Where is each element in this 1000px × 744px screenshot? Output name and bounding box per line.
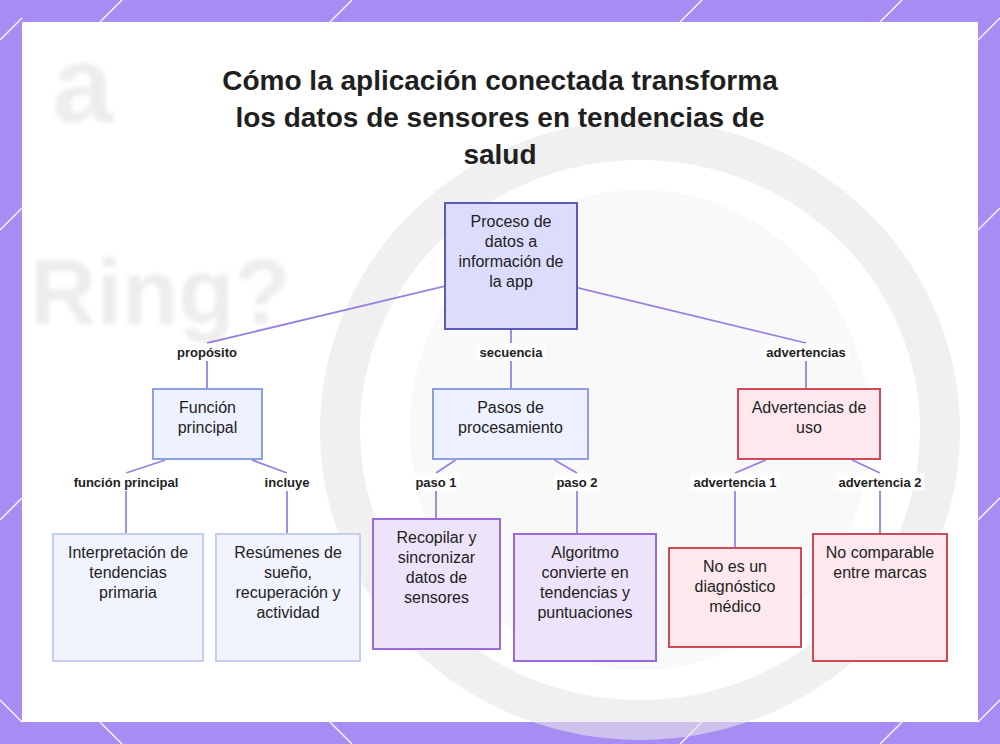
edge-label: advertencia 2 xyxy=(835,474,924,491)
connector-line xyxy=(578,288,806,388)
edge-label: secuencia xyxy=(477,344,546,361)
edge-label: paso 1 xyxy=(412,474,459,491)
node-label: No comparable entre marcas xyxy=(820,543,940,583)
warning-category-box: Advertencias de uso xyxy=(737,388,881,460)
edge-label: advertencia 1 xyxy=(690,474,779,491)
node-label: Recopilar y sincronizar datos de sensore… xyxy=(380,528,493,608)
edge-label: advertencias xyxy=(763,344,849,361)
node-label: Algoritmo convierte en tendencias y punt… xyxy=(521,543,649,623)
root-box: Proceso de datos a información de la app xyxy=(444,202,578,330)
watermark-text: Ring? xyxy=(30,240,291,345)
node-label: Advertencias de uso xyxy=(745,398,873,438)
node-label: Pasos de procesamiento xyxy=(440,398,581,438)
node-label: Función principal xyxy=(160,398,255,438)
connector-line xyxy=(554,460,577,533)
connector-line xyxy=(852,460,880,533)
connector-line xyxy=(252,460,287,533)
edge-label: incluye xyxy=(262,474,313,491)
edge-label: paso 2 xyxy=(553,474,600,491)
watermark-text: a xyxy=(52,20,113,147)
warning-box: No comparable entre marcas xyxy=(812,533,948,662)
node-label: Proceso de datos a información de la app xyxy=(452,212,570,292)
leaf-box: Resúmenes de sueño, recuperación y activ… xyxy=(215,533,361,662)
connector-line xyxy=(126,460,165,533)
node-label: Resúmenes de sueño, recuperación y activ… xyxy=(223,543,353,623)
edge-label: función principal xyxy=(71,474,182,491)
category-box: Función principal xyxy=(152,388,263,460)
node-label: Interpretación de tendencias primaria xyxy=(60,543,196,603)
leaf-box: Interpretación de tendencias primaria xyxy=(52,533,204,662)
edge-label: propósito xyxy=(174,344,240,361)
step-box: Algoritmo convierte en tendencias y punt… xyxy=(513,533,657,662)
diagram-title: Cómo la aplicación conectada transforma … xyxy=(210,62,790,173)
category-box: Pasos de procesamiento xyxy=(432,388,589,460)
step-box: Recopilar y sincronizar datos de sensore… xyxy=(372,518,501,650)
warning-box: No es un diagnóstico médico xyxy=(668,547,802,648)
node-label: No es un diagnóstico médico xyxy=(676,557,794,617)
